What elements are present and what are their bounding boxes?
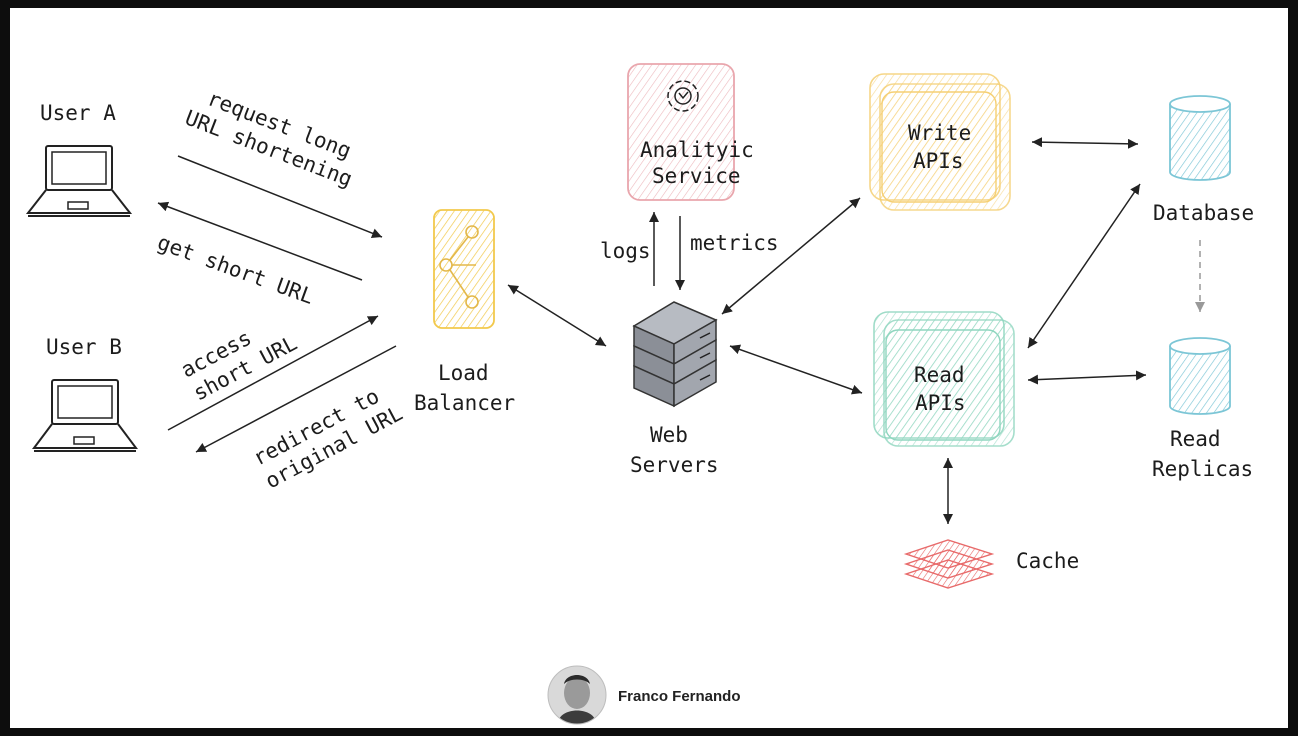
user-a-label: User A	[40, 101, 116, 125]
service-label: Service	[652, 164, 741, 188]
arrow-web-read	[729, 344, 863, 395]
laptop-icon	[25, 145, 133, 217]
metrics-label: metrics	[690, 231, 779, 255]
arrow-write-db	[1031, 137, 1139, 149]
load-label: Load	[438, 361, 489, 385]
share-icon	[439, 225, 479, 309]
cache-label: Cache	[1016, 549, 1079, 573]
load-balancer-node	[433, 209, 495, 329]
arrow-read-db	[1027, 183, 1141, 349]
logs-label: logs	[600, 239, 651, 263]
user-b-label: User B	[46, 335, 122, 359]
read-label: Read	[914, 363, 965, 387]
write-apis-label: APIs	[913, 149, 964, 173]
author-name: Franco Fernando	[618, 688, 741, 705]
diagram-canvas: User A User B request long URL shortenin…	[10, 8, 1288, 728]
read-replicas-label-1: Read	[1170, 427, 1221, 451]
arrow-web-write	[721, 197, 861, 315]
arrow-redirect	[195, 345, 397, 453]
architecture-diagram: User A User B request long URL shortenin…	[25, 63, 1254, 725]
server-stack-icon	[632, 301, 718, 408]
servers-label: Servers	[630, 453, 719, 477]
read-apis-node	[873, 311, 1015, 447]
arrow-read-replicas	[1027, 370, 1147, 385]
arrow-access-short	[167, 315, 379, 431]
arrow-request-long	[177, 155, 383, 238]
database-label: Database	[1153, 201, 1254, 225]
gear-icon	[667, 80, 699, 112]
laptop-icon	[32, 379, 138, 452]
get-short-label: get short URL	[154, 230, 317, 309]
read-apis-label: APIs	[915, 391, 966, 415]
arrow-get-short	[157, 201, 363, 281]
write-label: Write	[908, 121, 971, 145]
cache-layers-icon	[903, 539, 995, 589]
balancer-label: Balancer	[414, 391, 515, 415]
read-replicas-label-2: Replicas	[1152, 457, 1253, 481]
analytic-service-node	[627, 63, 735, 201]
database-icon	[1169, 95, 1231, 181]
web-label: Web	[650, 423, 688, 447]
analytic-label: Analityic	[640, 138, 754, 162]
arrow-lb-web	[507, 284, 607, 347]
write-apis-node	[869, 73, 1011, 211]
avatar	[547, 665, 607, 725]
read-replicas-icon	[1169, 337, 1231, 415]
